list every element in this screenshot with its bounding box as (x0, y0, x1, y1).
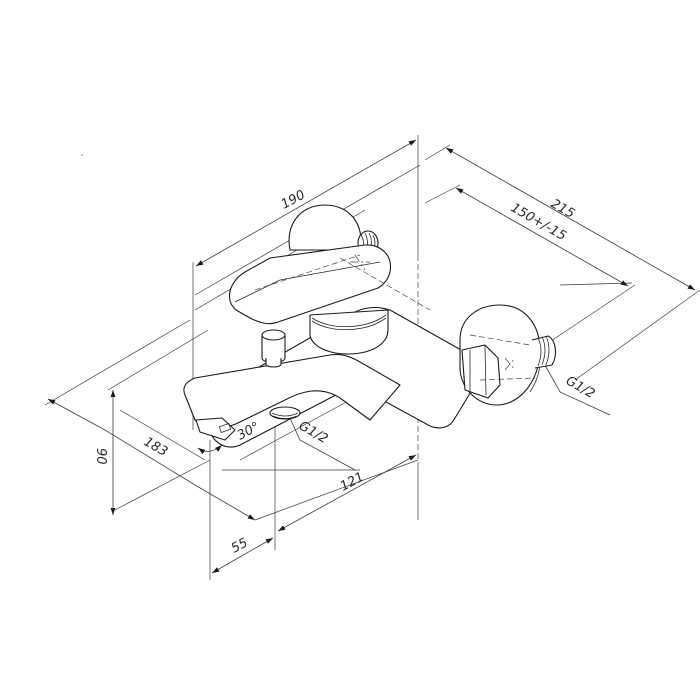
dimension-lines (47, 139, 696, 574)
dim-150-line (455, 187, 629, 287)
dim-55-label: 55 (229, 536, 251, 557)
hex-nut (461, 344, 501, 399)
lever-handle (228, 244, 392, 325)
faucet (183, 204, 557, 448)
outlet-thread-label: G1/2 (296, 418, 330, 446)
dim-121-line (277, 454, 417, 532)
diverter-knob (261, 329, 286, 368)
dim-183-line (47, 398, 106, 431)
outlet-thread (269, 406, 301, 420)
dim-190-line (195, 139, 417, 267)
rear-wall-flange (288, 204, 362, 251)
inlet-thread-label: G1/2 (563, 373, 597, 401)
stray-mark (81, 154, 83, 156)
inlet-thread-leader (544, 364, 611, 416)
spout-tip (195, 417, 236, 441)
dim-30deg-arc (197, 444, 223, 455)
dim-215-label: 215 (548, 196, 577, 221)
dim-55-line (211, 537, 274, 574)
dim-90-label: 90 (93, 448, 108, 465)
right-inlet-thread (531, 335, 557, 369)
cartridge-housing (309, 309, 389, 355)
outlet-thread-leader (289, 417, 356, 471)
dim-183-label: 183 (141, 434, 170, 459)
dim-190-label: 190 (279, 188, 308, 213)
dim-121-label: 121 (338, 470, 367, 495)
